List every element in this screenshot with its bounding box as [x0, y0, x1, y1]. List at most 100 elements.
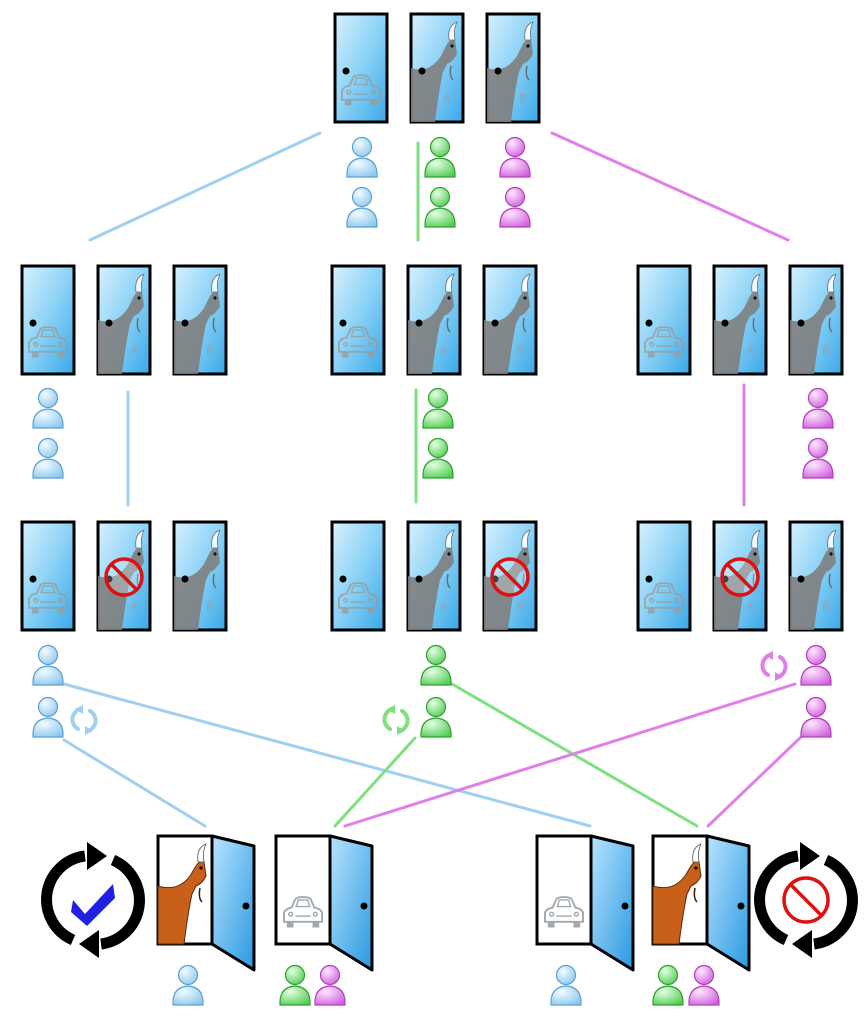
goat-label: B: [206, 344, 214, 357]
player-green: [422, 437, 454, 479]
switch-arrows-icon: [382, 705, 410, 735]
closed-door: A: [406, 520, 462, 632]
cycle-check-icon: [41, 842, 145, 958]
door-knob: [721, 319, 729, 327]
player-magenta: [802, 437, 834, 479]
player-green: [422, 387, 454, 429]
player-green: [424, 186, 456, 228]
open-door-panel: [328, 834, 374, 972]
car-icon: [644, 326, 684, 358]
check-icon: [71, 884, 115, 926]
goat-label: B: [516, 600, 524, 613]
car-icon: [338, 326, 378, 358]
player-green: [424, 136, 456, 178]
door-knob: [105, 319, 113, 327]
player-blue: [32, 696, 64, 738]
door-knob: [342, 67, 350, 75]
door-knob: [737, 902, 745, 910]
connector-line-magenta: [343, 682, 797, 828]
closed-door: [333, 12, 389, 124]
door-knob: [494, 67, 502, 75]
car-icon: [341, 74, 381, 106]
goat-icon: [157, 843, 207, 945]
goat-icon: [408, 273, 455, 374]
closed-door: [20, 264, 76, 376]
prohibited-icon: [104, 557, 144, 597]
prohibited-icon: [720, 557, 760, 597]
cycle-prohibited-icon: [754, 842, 858, 958]
prohibited-icon: [782, 876, 830, 924]
closed-door: [330, 520, 386, 632]
goat-label: B: [519, 92, 527, 105]
prohibited-icon: [490, 557, 530, 597]
player-icons: [32, 136, 834, 1006]
goat-label: B: [516, 344, 524, 357]
door-knob: [797, 575, 805, 583]
player-green: [420, 696, 452, 738]
connector-line-magenta: [706, 736, 802, 828]
goat-label: A: [130, 600, 138, 613]
player-blue: [346, 136, 378, 178]
goat-icon: [98, 273, 145, 374]
player-blue: [550, 964, 582, 1006]
door-knob: [339, 319, 347, 327]
closed-door: B: [788, 264, 844, 376]
door-knob: [645, 319, 653, 327]
player-green: [652, 964, 684, 1006]
goat-icon: [790, 529, 837, 630]
connector-line-blue: [62, 682, 592, 828]
connector-line-green: [333, 736, 417, 828]
closed-door: B: [482, 264, 538, 376]
player-blue: [32, 437, 64, 479]
door-knob: [415, 319, 423, 327]
player-green: [279, 964, 311, 1006]
goat-icon: [487, 21, 534, 122]
player-blue: [172, 964, 204, 1006]
player-magenta: [314, 964, 346, 1006]
closed-door: A: [409, 12, 465, 124]
goat-label: A: [746, 600, 754, 613]
door-knob: [645, 575, 653, 583]
door-knob: [360, 902, 368, 910]
closed-door: [20, 520, 76, 632]
open-door: [274, 834, 374, 972]
closed-door: [636, 264, 692, 376]
closed-door: A: [96, 520, 152, 632]
goat-label: A: [440, 600, 448, 613]
closed-door: A: [712, 264, 768, 376]
goat-label: B: [206, 600, 214, 613]
switch-arrows-icon: [70, 705, 98, 735]
player-magenta: [800, 644, 832, 686]
car-icon: [338, 582, 378, 614]
car-icon: [28, 582, 68, 614]
player-magenta: [499, 186, 531, 228]
door-knob: [418, 67, 426, 75]
open-door-panel: [210, 834, 256, 972]
player-magenta: [802, 387, 834, 429]
closed-door: B: [172, 264, 228, 376]
goat-icon: [714, 273, 761, 374]
door-knob: [491, 319, 499, 327]
closed-door: B: [482, 520, 538, 632]
player-magenta: [800, 696, 832, 738]
car-icon: [644, 582, 684, 614]
connector-lines: [62, 131, 802, 828]
connector-line-blue: [88, 131, 322, 242]
closed-door: A: [712, 520, 768, 632]
car-icon: [28, 326, 68, 358]
player-magenta: [499, 136, 531, 178]
closed-door: B: [788, 520, 844, 632]
closed-door: [330, 264, 386, 376]
switch-arrows-icon: [760, 651, 788, 681]
closed-door: A: [96, 264, 152, 376]
closed-door: B: [172, 520, 228, 632]
open-door: [651, 834, 751, 972]
goat-label: A: [130, 344, 138, 357]
player-blue: [32, 387, 64, 429]
goat-label: A: [440, 344, 448, 357]
closed-door: [636, 520, 692, 632]
goat-icon: [408, 529, 455, 630]
